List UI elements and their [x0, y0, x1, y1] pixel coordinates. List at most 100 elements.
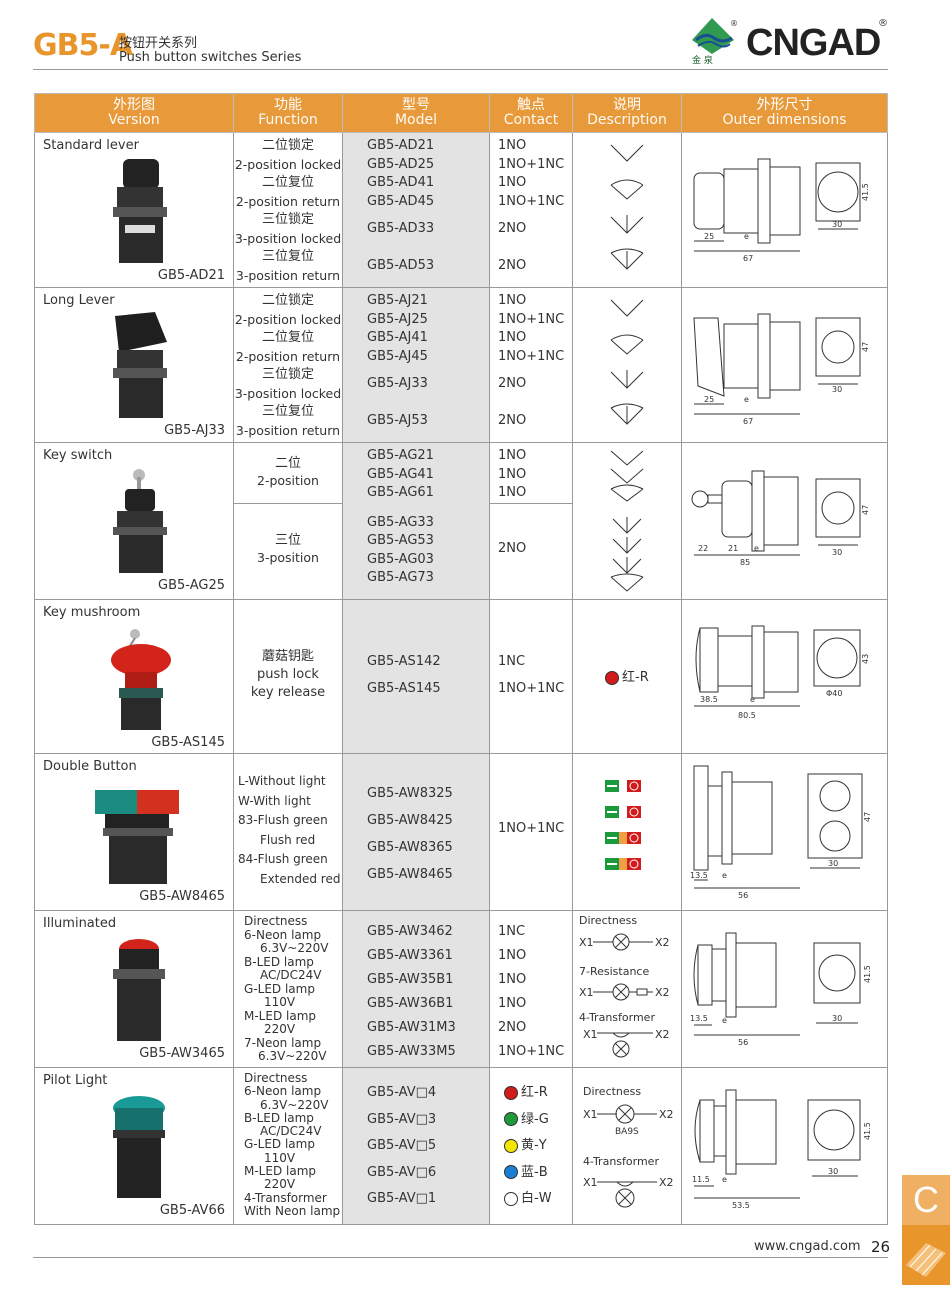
- dim-label: 80.5: [738, 711, 756, 720]
- model-code: GB5-AJ53: [367, 412, 428, 428]
- contact-type: 1NO+1NC: [498, 311, 565, 327]
- footer-divider: [33, 1257, 888, 1258]
- contact-type: 1NO+1NC: [498, 348, 565, 364]
- version-code: GB5-AS145: [151, 735, 225, 750]
- footer-url[interactable]: www.cngad.com: [754, 1239, 861, 1254]
- function-text: 83-Flush green: [238, 813, 328, 827]
- dim-label: e: [722, 1016, 727, 1025]
- function-text: 110V: [264, 995, 296, 1009]
- version-name: Long Lever: [43, 293, 115, 308]
- function-text: 3-position locked: [234, 385, 342, 401]
- contact-type: 1NO: [498, 330, 527, 345]
- terminal-label: X2: [655, 936, 670, 949]
- dim-label: 41.5: [863, 965, 872, 983]
- model-code: GB5-AD33: [367, 221, 435, 236]
- model-code: GB5-AG03: [367, 551, 434, 567]
- version-name: Key mushroom: [43, 605, 141, 620]
- dim-label: 56: [738, 1038, 748, 1047]
- long-lever-image: [113, 312, 167, 418]
- model-code: GB5-AD21: [367, 138, 435, 153]
- dim-label: 22: [698, 544, 708, 553]
- function-text: B-LED lamp: [244, 1110, 314, 1125]
- pilot-light-image: [113, 1096, 165, 1198]
- contact-type: 1NO+1NC: [498, 1044, 565, 1059]
- function-text: 220V: [264, 1177, 296, 1192]
- function-text: B-LED lamp: [244, 954, 314, 969]
- dimension-drawing: 11.5 e 53.5 30 41.5: [692, 1089, 872, 1210]
- contact-type: 1NO+1NC: [498, 156, 565, 172]
- function-text: Directness: [244, 914, 308, 928]
- terminal-label: X1: [583, 1028, 598, 1041]
- model-code: GB5-AV□3: [367, 1111, 437, 1127]
- terminal-label: X2: [655, 986, 670, 999]
- function-text: L-Without light: [238, 774, 326, 788]
- color-label: 黄-Y: [521, 1138, 547, 1153]
- header-divider: [33, 69, 888, 70]
- dim-label: 43: [861, 654, 870, 664]
- function-text: M-LED lamp: [244, 1008, 316, 1023]
- dim-label: 47: [863, 812, 872, 822]
- model-code: GB5-AG41: [367, 466, 434, 482]
- svg-text:®: ®: [730, 19, 738, 28]
- function-text: push lock: [257, 667, 319, 682]
- function-text: 2-position locked: [234, 156, 342, 172]
- version-code: GB5-AD21: [157, 268, 225, 283]
- model-code: GB5-AJ41: [367, 330, 428, 345]
- function-text: Extended red: [260, 871, 341, 886]
- model-code: GB5-AG61: [367, 485, 434, 500]
- lamp-base-label: BA9S: [615, 1127, 639, 1137]
- dim-label: 25: [704, 395, 714, 404]
- model-code: GB5-AW3361: [367, 948, 453, 963]
- model-code: GB5-AV□5: [367, 1138, 437, 1153]
- function-text: 三位复位: [261, 404, 314, 419]
- model-code: GB5-AW35B1: [367, 972, 454, 987]
- model-code: GB5-AW36B1: [367, 996, 454, 1011]
- terminal-label: X1: [583, 1176, 598, 1189]
- dimension-drawing: 22 21 e 85 30 47: [691, 470, 870, 567]
- position-diagram-icon: [610, 299, 644, 425]
- version-name: Standard lever: [43, 138, 139, 153]
- blue-lamp-icon: [504, 1165, 518, 1179]
- model-code: GB5-AW33M5: [367, 1044, 456, 1059]
- contact-type: 1NO+1NC: [498, 193, 565, 209]
- dim-label: 30: [832, 1014, 842, 1023]
- model-code: GB5-AG33: [367, 514, 434, 530]
- model-code: GB5-AD53: [367, 257, 435, 273]
- contact-type: 1NO: [498, 972, 527, 987]
- model-code: GB5-AW8465: [367, 867, 453, 882]
- version-code: GB5-AW8465: [139, 889, 225, 904]
- terminal-label: X1: [579, 936, 594, 949]
- table-row: Illuminated GB5-AW3465 Directness 6-Neon…: [34, 910, 888, 1068]
- dim-label: e: [722, 1175, 727, 1184]
- section-tab[interactable]: C: [902, 1175, 950, 1225]
- dim-label: 67: [743, 254, 753, 263]
- dim-label: 11.5: [692, 1175, 710, 1184]
- function-text: 220V: [264, 1022, 296, 1036]
- function-text: Directness: [244, 1071, 308, 1085]
- version-code: GB5-AG25: [158, 578, 225, 593]
- function-text: 三位: [274, 533, 301, 548]
- model-code: GB5-AD41: [367, 175, 435, 190]
- contact-type: 2NO: [498, 1020, 527, 1035]
- model-code: GB5-AS145: [367, 680, 441, 696]
- contact-type: 1NO: [498, 996, 527, 1011]
- lamp-circuit-diagram: Directness X1 X2 BA9S 4-Transformer X1 X…: [583, 1085, 674, 1208]
- dim-label: e: [754, 544, 759, 553]
- dim-label: 67: [743, 417, 753, 426]
- function-text: 二位: [274, 456, 301, 471]
- function-text: 3-position return: [235, 267, 341, 283]
- color-label: 绿-G: [521, 1111, 549, 1127]
- dim-label: 30: [828, 859, 838, 868]
- lamp-circuit-diagram: Directness X1 X2 7-Resistance X1 X2 4-Tr…: [579, 914, 670, 1058]
- color-label: 白-W: [521, 1191, 552, 1206]
- version-name: Illuminated: [43, 916, 117, 931]
- dimension-drawing: 13.5 e 56 30 41.5: [690, 932, 872, 1047]
- terminal-label: X2: [659, 1108, 674, 1121]
- dimension-drawing: 13.5 e 56 30 47: [690, 765, 872, 900]
- model-code: GB5-AS142: [367, 654, 441, 669]
- version-code: GB5-AV66: [159, 1203, 225, 1218]
- desc-label: 4-Transformer: [583, 1155, 659, 1168]
